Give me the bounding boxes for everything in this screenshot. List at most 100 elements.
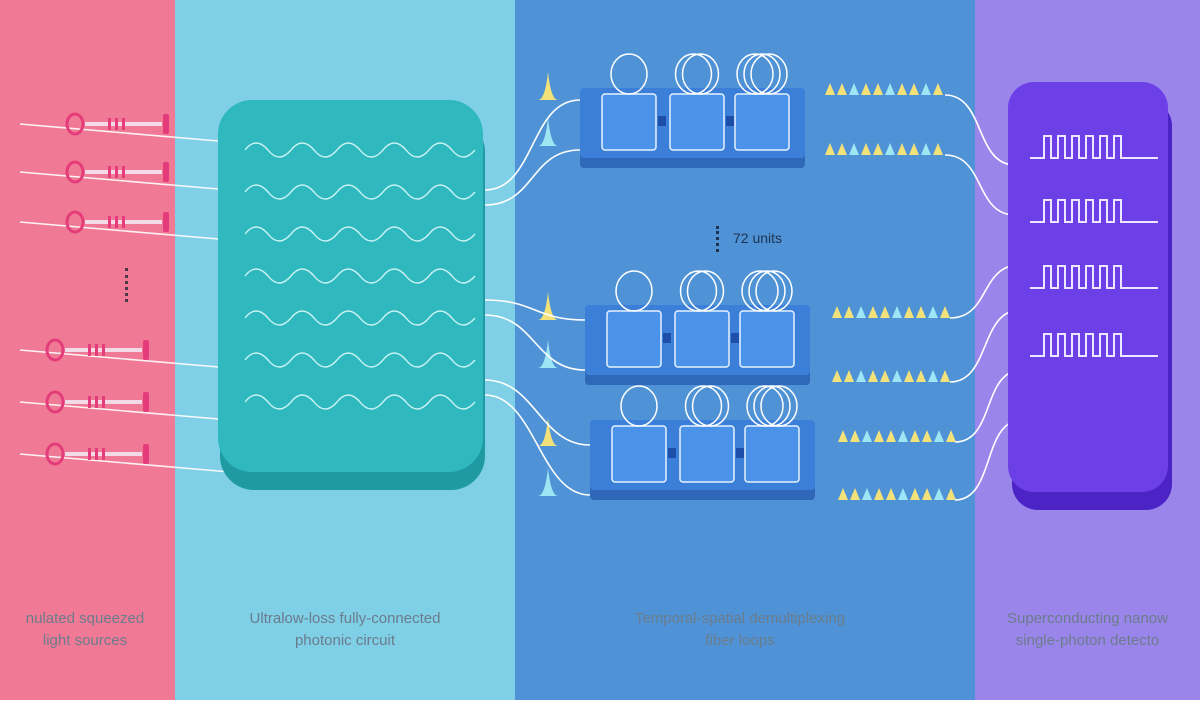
output-pulse-icon (892, 370, 902, 382)
output-pulse-icon (916, 370, 926, 382)
label-detectors: Superconducting nanow single-photon dete… (975, 608, 1200, 652)
output-pulse-icon (856, 370, 866, 382)
output-pulse-icon (897, 83, 907, 95)
source-grating (88, 448, 91, 460)
loop-delay-box (601, 93, 657, 151)
output-pulse-icon (922, 430, 932, 442)
output-pulse-icon (886, 430, 896, 442)
circuit-interferometer-row (244, 184, 476, 200)
fiber-loop-module (585, 270, 810, 385)
detector-input-fiber (944, 154, 1016, 216)
circuit-interferometer-row (244, 394, 476, 410)
circuit-chip (218, 100, 483, 472)
source-grating (122, 118, 125, 130)
output-pulse-icon (873, 143, 883, 155)
output-pulse-icon (873, 83, 883, 95)
label-detectors-line-1: Superconducting nanow (1007, 610, 1168, 627)
fiber-loop-icon (750, 53, 788, 95)
source-grating (102, 396, 105, 408)
loop-connector (663, 333, 671, 343)
source-grating (122, 166, 125, 178)
output-pulse-icon (880, 306, 890, 318)
fiber-loop-icon (691, 385, 730, 427)
output-pulse-icon (946, 430, 956, 442)
output-pulse-icon (838, 488, 848, 500)
label-sources-line-1: nulated squeezed (25, 610, 145, 627)
output-pulse-icon (849, 83, 859, 95)
source-grating (95, 448, 98, 460)
source-mirror (143, 392, 149, 412)
output-pulse-icon (933, 83, 943, 95)
fiber-loop-icon (686, 270, 725, 312)
source-ring-icon (65, 160, 85, 184)
output-pulse-icon (934, 430, 944, 442)
circuit-interferometer-row (244, 142, 476, 158)
output-pulse-icon (832, 306, 842, 318)
fiber-loop-module (590, 385, 815, 500)
label-circuit-line-1: Ultralow-loss fully-connected (249, 610, 441, 627)
source-grating (95, 396, 98, 408)
input-pulse-icon (538, 72, 558, 100)
output-pulse-icon (862, 430, 872, 442)
label-circuit: Ultralow-loss fully-connected photonic c… (175, 608, 515, 652)
output-pulse-icon (910, 430, 920, 442)
source-ring-icon (45, 390, 65, 414)
loop-delay-box (734, 93, 790, 151)
source-mirror (163, 162, 169, 182)
fiber-loop-icon (755, 270, 793, 312)
source-fiber (19, 171, 231, 191)
output-pulse-icon (861, 83, 871, 95)
loop-connector (731, 333, 739, 343)
source-mirror (143, 340, 149, 360)
output-pulse-icon (874, 488, 884, 500)
output-pulse-icon (892, 306, 902, 318)
input-pulse-icon (538, 468, 558, 496)
loop-connector (726, 116, 734, 126)
circuit-interferometer-row (244, 310, 476, 326)
label-sources: nulated squeezed light sources (0, 608, 180, 652)
output-pulse-icon (885, 83, 895, 95)
label-loops: Temporal-spatial demultiplexing fiber lo… (540, 608, 940, 652)
output-pulse-icon (850, 430, 860, 442)
circuit-output-fiber (484, 394, 591, 496)
loop-connector (658, 116, 666, 126)
output-pulse-icon (909, 143, 919, 155)
circuit-interferometer-row (244, 352, 476, 368)
source-mirror (163, 212, 169, 232)
output-pulse-icon (921, 83, 931, 95)
output-pulse-icon (825, 143, 835, 155)
output-pulse-icon (897, 143, 907, 155)
source-grating (108, 216, 111, 228)
fiber-loop-icon (620, 385, 658, 427)
input-pulse-icon (538, 292, 558, 320)
output-pulse-icon (861, 143, 871, 155)
output-pulse-icon (868, 370, 878, 382)
nanowire-detector-icon (1030, 333, 1158, 357)
output-pulse-icon (880, 370, 890, 382)
loop-delay-box (679, 425, 735, 483)
output-pulse-icon (825, 83, 835, 95)
input-pulse-icon (538, 118, 558, 146)
circuit-output-fiber (484, 314, 586, 371)
label-detectors-line-2: single-photon detecto (1015, 632, 1160, 649)
source-ring-icon (45, 338, 65, 362)
fiber-loop-icon (684, 385, 723, 427)
source-grating (108, 118, 111, 130)
more-sources-ellipsis (125, 268, 131, 302)
source-grating (102, 344, 105, 356)
output-pulse-icon (928, 306, 938, 318)
output-pulse-icon (886, 488, 896, 500)
fiber-loop-icon (748, 270, 786, 312)
fiber-loop-icon (615, 270, 653, 312)
output-pulse-icon (856, 306, 866, 318)
fiber-loop-icon (681, 53, 720, 95)
output-pulse-icon (874, 430, 884, 442)
loop-delay-box (674, 310, 730, 368)
source-fiber (19, 123, 231, 143)
label-sources-line-2: light sources (42, 632, 128, 649)
source-grating (115, 166, 118, 178)
output-pulse-icon (910, 488, 920, 500)
circuit-output-fiber (484, 99, 581, 191)
circuit-output-fiber (484, 299, 586, 321)
source-grating (88, 396, 91, 408)
